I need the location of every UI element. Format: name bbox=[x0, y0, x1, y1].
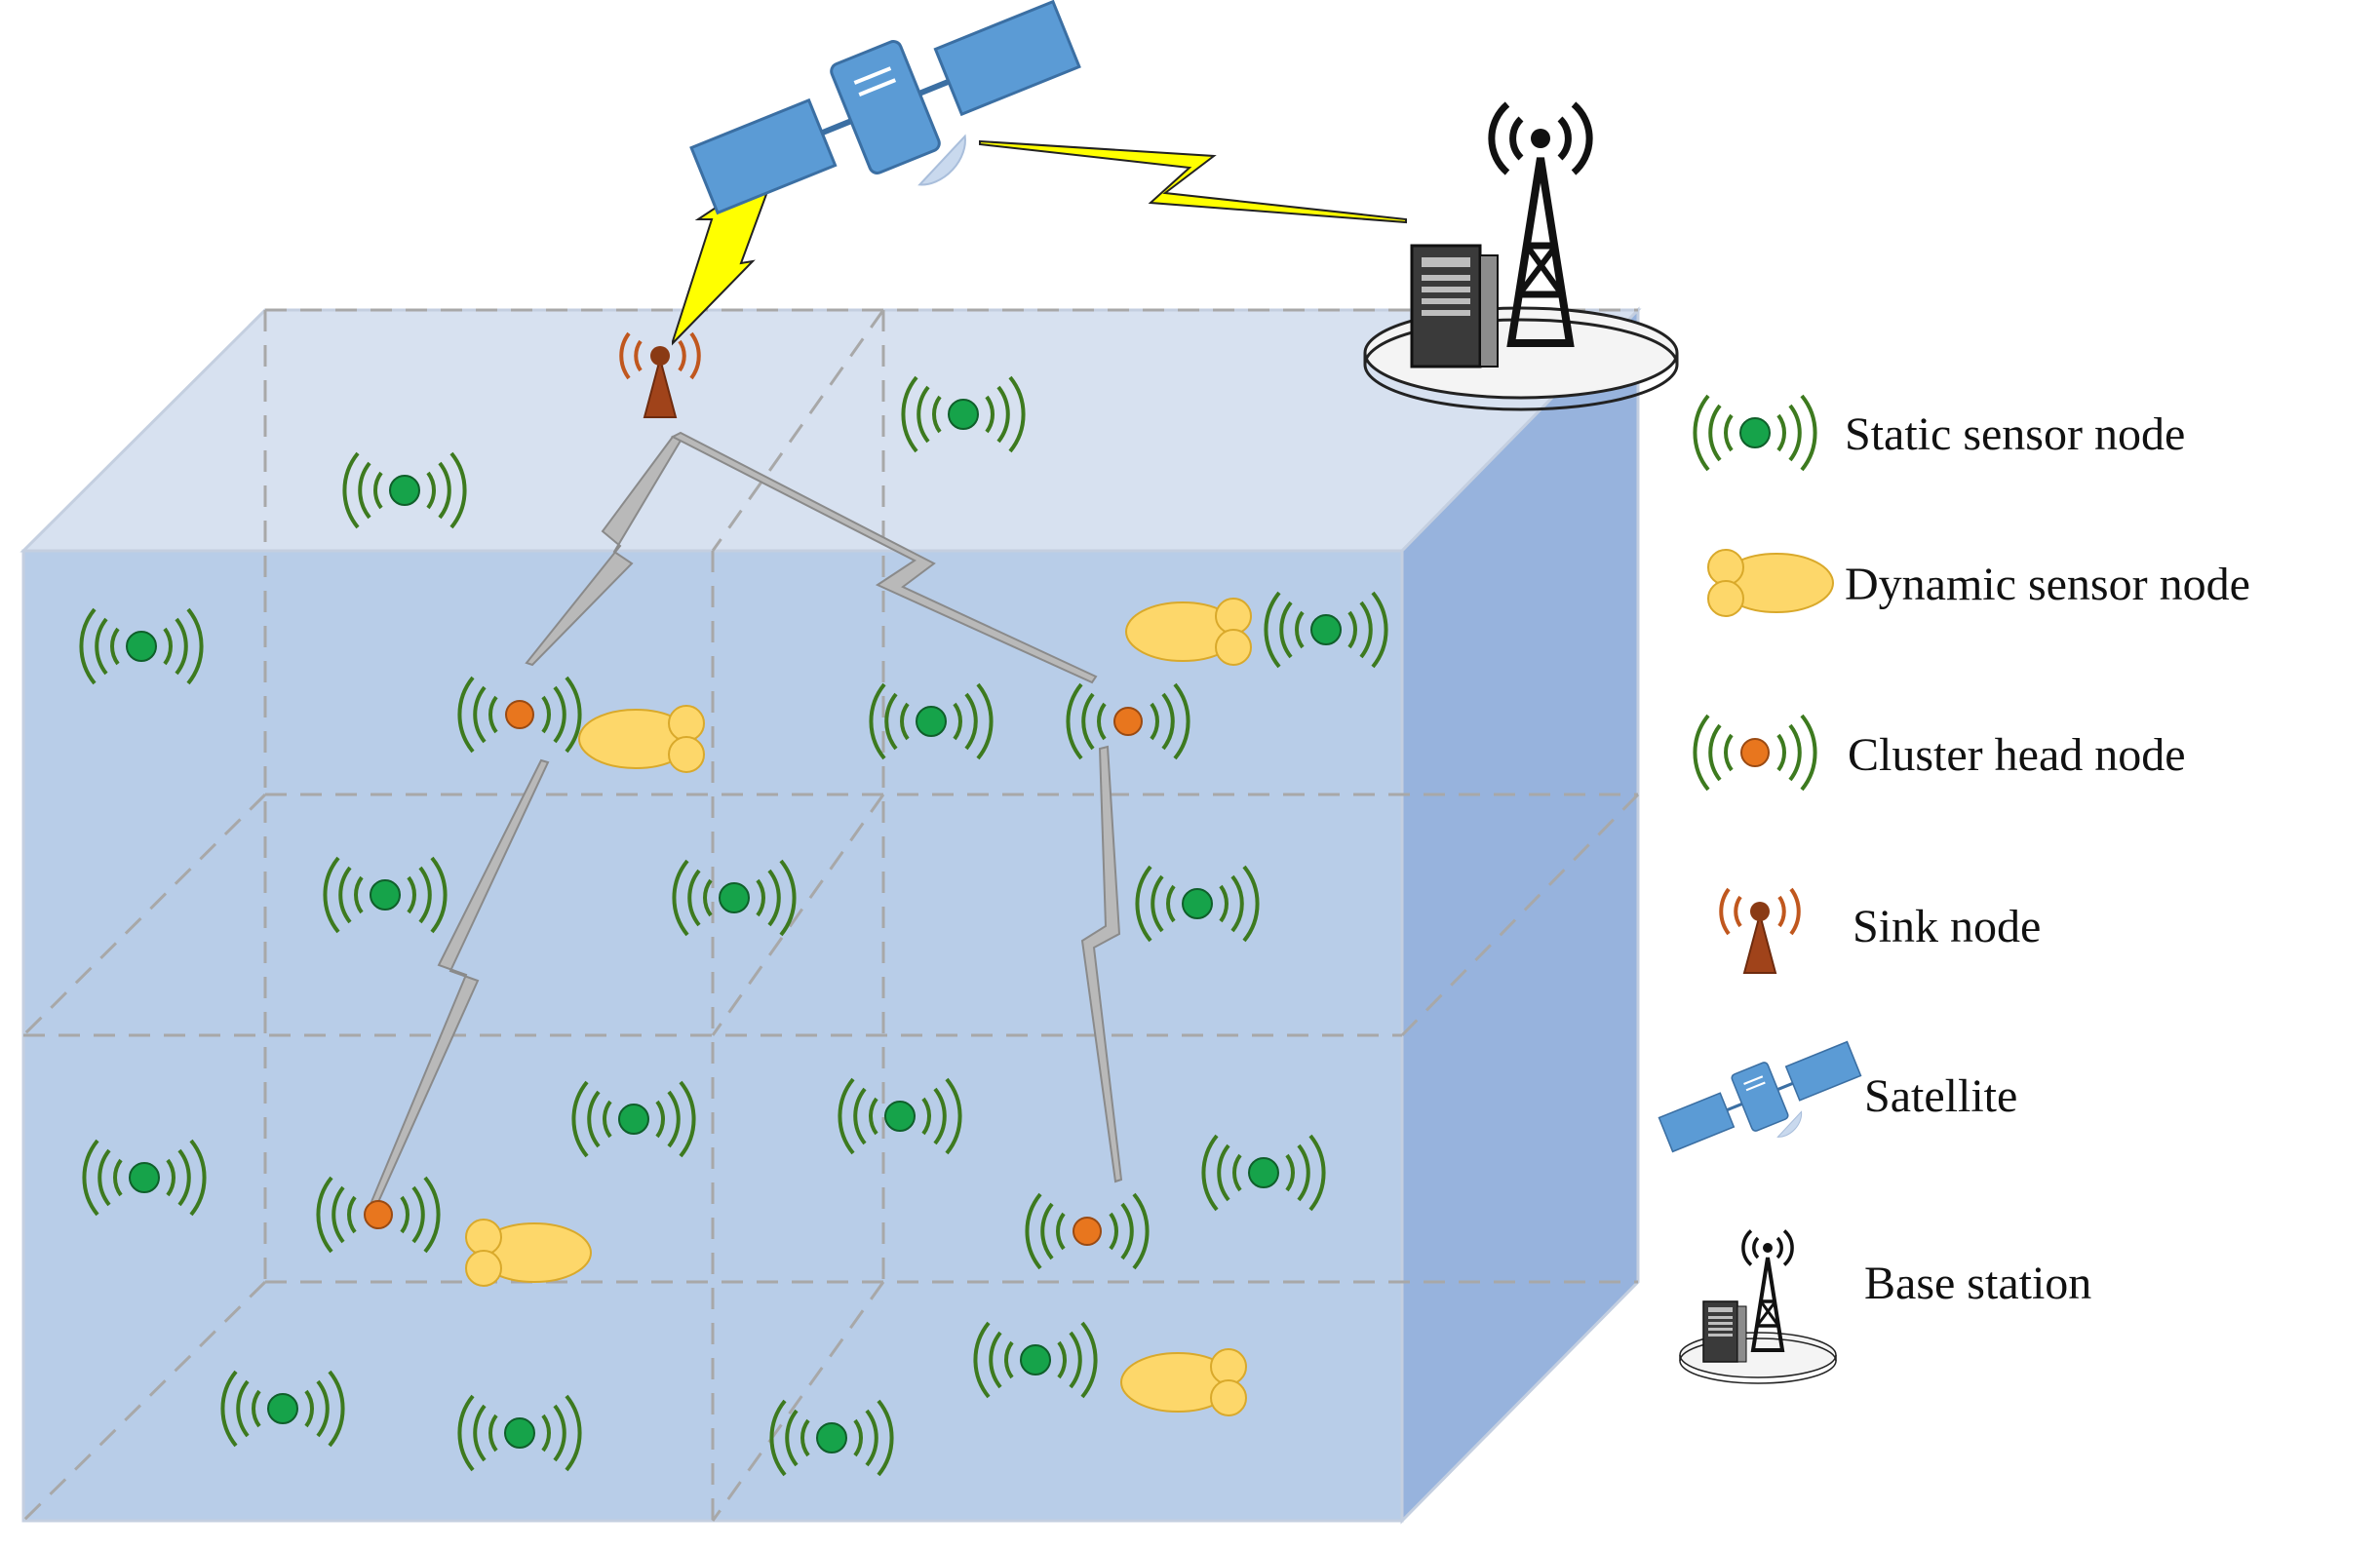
legend-item-satellite: Satellite bbox=[1653, 1028, 2017, 1183]
radio-links bbox=[672, 139, 1407, 346]
cluster-head-node-icon bbox=[1695, 716, 1814, 790]
legend-item-sink-node: Sink node bbox=[1719, 887, 2041, 975]
legend-item-cluster-head-node: Cluster head node bbox=[1695, 716, 2186, 790]
legend-label: Sink node bbox=[1853, 901, 2041, 952]
sink-node-icon bbox=[1719, 887, 1801, 975]
link-ch2-to-ch4 bbox=[1080, 745, 1123, 1183]
link-sink-to-satellite bbox=[672, 165, 778, 346]
static-sensor-node-icon bbox=[1695, 396, 1814, 470]
legend: Static sensor node Dynamic sensor node C… bbox=[1653, 396, 2250, 1385]
legend-item-static-sensor-node: Static sensor node bbox=[1695, 396, 2185, 470]
link-sink-to-ch2 bbox=[670, 431, 1098, 684]
satellite-icon bbox=[1653, 1028, 1875, 1183]
base-station bbox=[1365, 104, 1677, 409]
base-station-icon bbox=[1678, 1228, 1838, 1385]
link-satellite-to-base bbox=[979, 139, 1407, 224]
legend-label: Dynamic sensor node bbox=[1845, 559, 2250, 610]
legend-item-base-station: Base station bbox=[1678, 1228, 2091, 1385]
legend-label: Base station bbox=[1864, 1258, 2091, 1309]
dynamic-sensor-node-icon bbox=[1707, 549, 1834, 617]
legend-label: Satellite bbox=[1864, 1070, 2017, 1122]
legend-label: Cluster head node bbox=[1848, 729, 2186, 781]
legend-item-dynamic-sensor-node: Dynamic sensor node bbox=[1707, 549, 2250, 617]
link-sink-to-ch1 bbox=[525, 435, 683, 667]
legend-label: Static sensor node bbox=[1845, 408, 2185, 460]
grid-lines bbox=[21, 308, 1640, 1523]
